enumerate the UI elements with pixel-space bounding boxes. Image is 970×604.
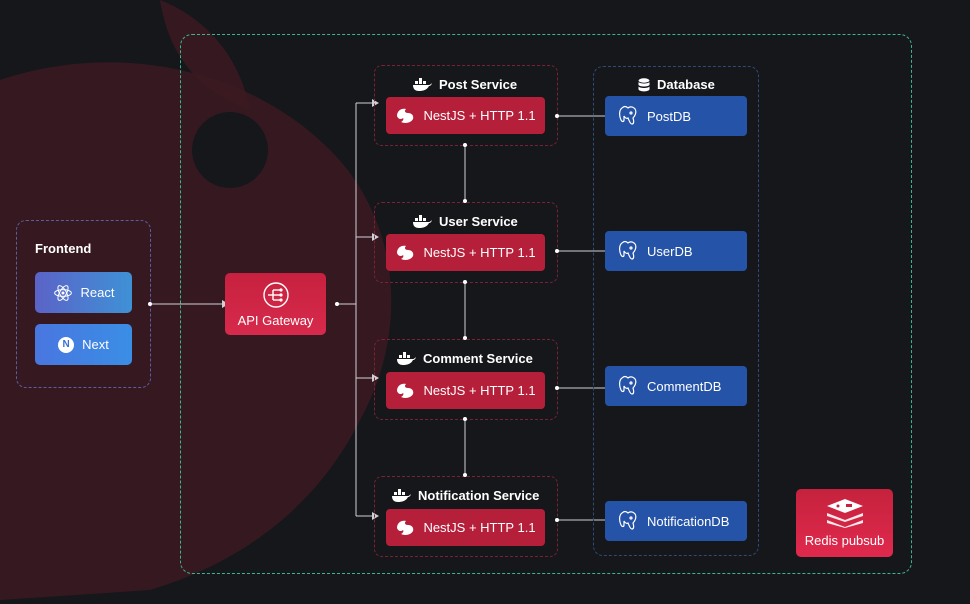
connector-dot	[555, 518, 559, 522]
database-group	[593, 66, 759, 556]
connector-dot	[463, 199, 467, 203]
comment-service-node[interactable]: NestJS + HTTP 1.1	[386, 372, 545, 409]
connector-dot	[335, 302, 339, 306]
post-service-node[interactable]: NestJS + HTTP 1.1	[386, 97, 545, 134]
nestjs-icon	[397, 383, 414, 398]
postgresql-icon	[619, 240, 637, 260]
connector-dot	[463, 143, 467, 147]
postgresql-icon	[619, 510, 637, 530]
next-label: Next	[82, 337, 109, 352]
react-node[interactable]: React	[35, 272, 132, 313]
nestjs-icon	[397, 520, 414, 535]
notification-service-node[interactable]: NestJS + HTTP 1.1	[386, 509, 545, 546]
user-service-node[interactable]: NestJS + HTTP 1.1	[386, 234, 545, 271]
database-title: Database	[638, 77, 715, 92]
connector-dot	[555, 114, 559, 118]
nestjs-icon	[397, 245, 414, 260]
gateway-label: API Gateway	[237, 312, 314, 328]
docker-icon	[392, 488, 411, 502]
notificationdb-node[interactable]: NotificationDB	[605, 501, 747, 541]
nestjs-icon	[397, 108, 414, 123]
notification-service-title: Notification Service	[391, 488, 539, 503]
postgresql-icon	[619, 375, 637, 395]
database-icon	[638, 77, 650, 91]
next-node[interactable]: N Next	[35, 324, 132, 365]
redis-pubsub-node[interactable]: Redis pubsub	[796, 489, 893, 557]
user-service-title: User Service	[412, 214, 518, 229]
react-label: React	[80, 285, 115, 300]
comment-service-title: Comment Service	[396, 351, 533, 366]
connector-dot	[463, 417, 467, 421]
react-icon	[53, 284, 72, 301]
userdb-node[interactable]: UserDB	[605, 231, 747, 271]
docker-icon	[413, 214, 432, 228]
postgresql-icon	[619, 105, 637, 125]
docker-icon	[413, 77, 432, 91]
connector-dot	[463, 473, 467, 477]
connector-dot	[463, 280, 467, 284]
frontend-title: Frontend	[35, 241, 92, 256]
post-service-title: Post Service	[412, 77, 517, 92]
redis-icon	[826, 499, 863, 528]
nextjs-icon: N	[58, 336, 75, 353]
commentdb-node[interactable]: CommentDB	[605, 366, 747, 406]
system-boundary	[180, 34, 912, 574]
connector-dot	[555, 386, 559, 390]
api-gateway-node[interactable]: API Gateway	[225, 273, 326, 335]
docker-icon	[397, 351, 416, 365]
connector-dot	[463, 336, 467, 340]
redis-label: Redis pubsub	[804, 533, 885, 548]
connector-dot	[555, 249, 559, 253]
gateway-icon	[262, 281, 289, 308]
connector-dot	[148, 302, 152, 306]
postdb-node[interactable]: PostDB	[605, 96, 747, 136]
